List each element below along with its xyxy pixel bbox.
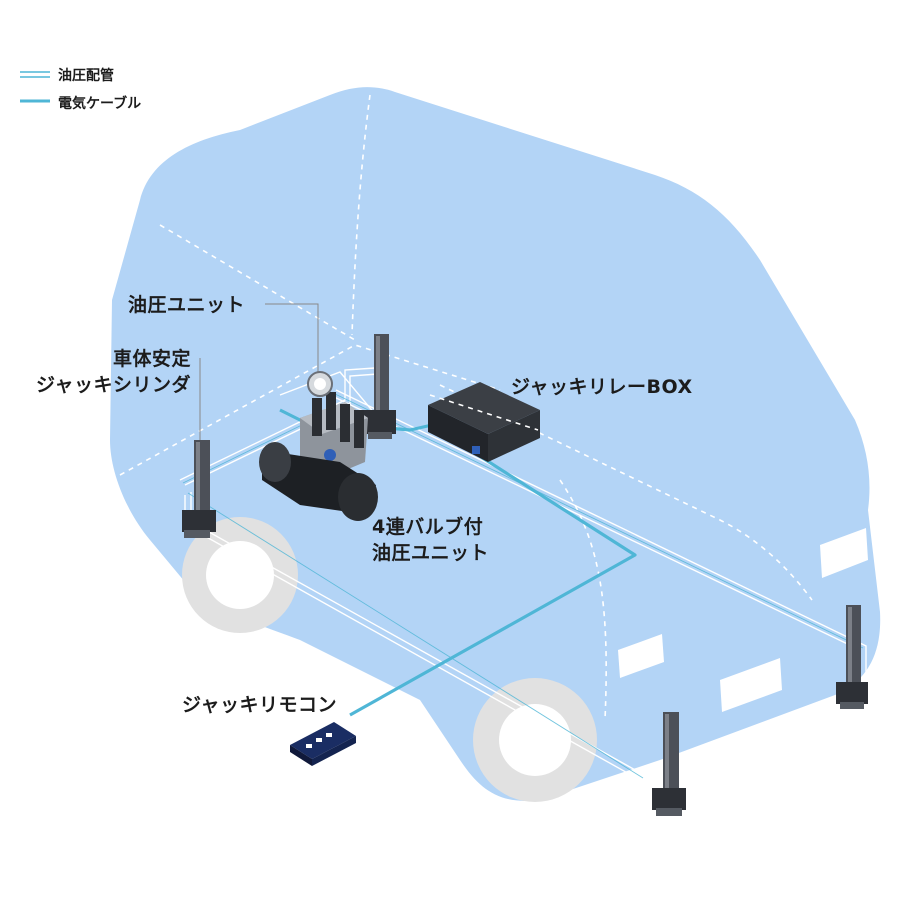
valve-unit-label: 4連バルブ付 油圧ユニット: [372, 514, 489, 566]
valve-unit-line-1: 4連バルブ付: [372, 514, 489, 540]
stabilizer-cylinder-line-1: 車体安定: [16, 346, 191, 372]
stabilizer-cylinder-label: 車体安定 ジャッキシリンダ: [16, 346, 191, 398]
legend-hydraulic-label: 油圧配管: [58, 65, 114, 85]
jack-remote: [290, 722, 356, 766]
remote-label: ジャッキリモコン: [182, 690, 337, 717]
legend-cable-label: 電気ケーブル: [58, 93, 141, 113]
legend-hydraulic-swatch: [20, 72, 50, 77]
hydraulic-unit-label: 油圧ユニット: [128, 290, 245, 317]
stabilizer-cylinder-line-2: ジャッキシリンダ: [16, 372, 191, 398]
relay-box-label: ジャッキリレーBOX: [511, 372, 693, 399]
valve-unit-line-2: 油圧ユニット: [372, 540, 489, 566]
